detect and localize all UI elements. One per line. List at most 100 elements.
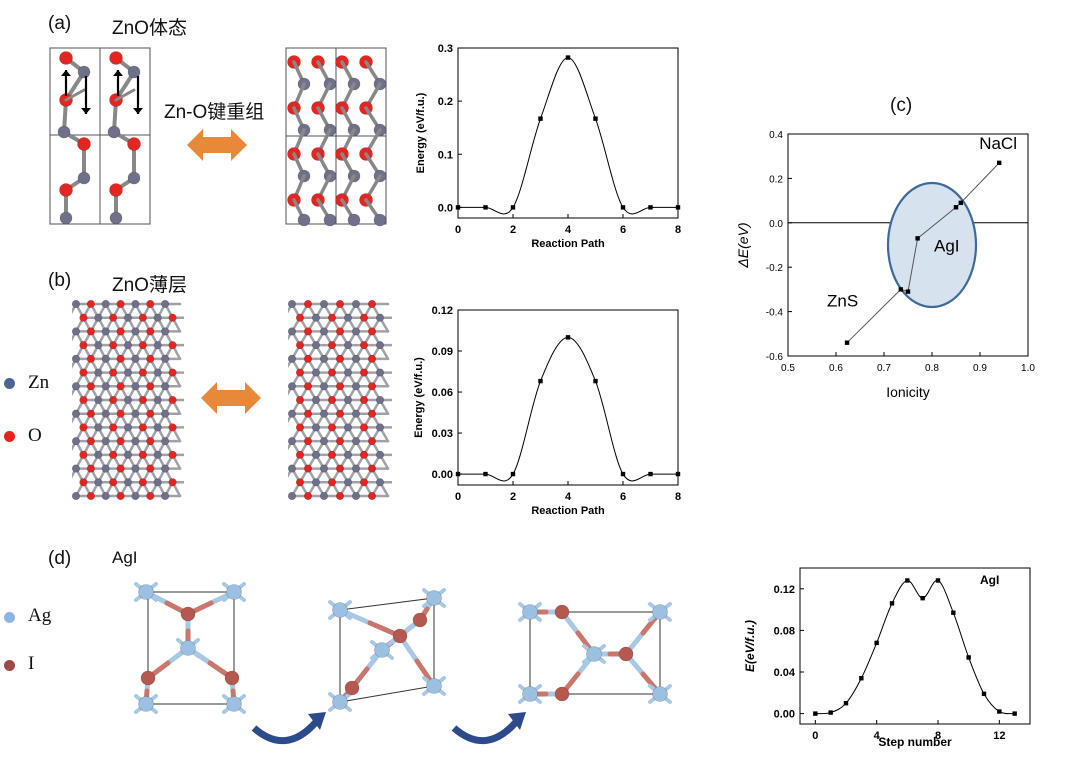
oxygen-atom bbox=[327, 423, 337, 432]
zinc-atom bbox=[101, 327, 110, 336]
iodine-atom bbox=[412, 612, 428, 628]
oxygen-atom bbox=[79, 395, 88, 405]
zinc-atom bbox=[72, 491, 81, 501]
oxygen-atom bbox=[335, 382, 345, 391]
data-point bbox=[905, 289, 911, 294]
iodine-atom bbox=[344, 680, 360, 696]
oxygen-atom bbox=[303, 409, 313, 418]
agi-structure-transition bbox=[328, 588, 446, 712]
zinc-atom bbox=[351, 491, 361, 501]
oxygen-atom bbox=[335, 299, 345, 309]
zinc-atom bbox=[131, 409, 140, 418]
silver-atom bbox=[180, 640, 196, 656]
zinc-atom bbox=[101, 491, 110, 501]
data-point bbox=[859, 676, 864, 681]
iodine-atom bbox=[554, 604, 570, 620]
zinc-atom bbox=[131, 327, 140, 336]
zinc-atom bbox=[319, 382, 329, 391]
iodine-atom bbox=[392, 628, 408, 644]
oxygen-atom bbox=[86, 382, 95, 391]
zinc-atom bbox=[101, 299, 110, 309]
zinc-atom bbox=[351, 382, 361, 391]
o-legend-label: O bbox=[28, 425, 42, 446]
oxygen-atom bbox=[359, 313, 369, 322]
oxygen-atom bbox=[138, 341, 147, 350]
data-point bbox=[915, 236, 920, 241]
displacement-arrow-head bbox=[61, 70, 71, 76]
y-axis-label: E(eV/f.u.) bbox=[743, 620, 757, 672]
data-point bbox=[483, 471, 488, 477]
oxygen-atom bbox=[79, 313, 88, 322]
oxygen-atom bbox=[138, 423, 147, 432]
x-tick-label: 0.6 bbox=[829, 363, 843, 374]
zno-bulk-structure-initial bbox=[49, 47, 151, 225]
zinc-atom bbox=[161, 382, 170, 391]
data-point bbox=[813, 711, 818, 716]
oxygen-atom bbox=[109, 313, 118, 322]
zinc-atom bbox=[153, 313, 162, 322]
oxygen-atom bbox=[335, 409, 345, 418]
silver-atom bbox=[522, 604, 538, 620]
iodine-atom bbox=[140, 670, 156, 686]
silver-atom bbox=[332, 602, 348, 618]
zinc-atom bbox=[375, 368, 385, 377]
silver-atom bbox=[138, 696, 154, 712]
zinc-atom bbox=[351, 409, 361, 418]
x-tick-label: 0.8 bbox=[925, 363, 939, 374]
zno-bulk-structure-final bbox=[285, 47, 387, 227]
oxygen-atom bbox=[116, 437, 125, 446]
zinc-atom bbox=[351, 327, 361, 336]
zinc-atom bbox=[343, 313, 353, 322]
zinc-atom bbox=[347, 213, 361, 227]
oxygen-atom bbox=[146, 382, 155, 391]
zinc-atom bbox=[94, 341, 103, 350]
x-tick-label: 0.9 bbox=[973, 363, 987, 374]
oxygen-atom bbox=[367, 491, 377, 501]
zinc-atom bbox=[319, 354, 329, 363]
oxygen-atom bbox=[59, 183, 73, 197]
y-tick-label: 0.03 bbox=[432, 428, 453, 440]
y-axis-label: ΔE(eV) bbox=[735, 222, 751, 268]
zinc-atom bbox=[375, 450, 385, 459]
zinc-atom bbox=[319, 327, 329, 336]
silver-atom bbox=[522, 686, 538, 702]
zinc-atom bbox=[131, 437, 140, 446]
y-tick-label: 0.1 bbox=[438, 149, 453, 161]
annotation-label: ZnS bbox=[827, 292, 858, 311]
oxygen-atom bbox=[367, 354, 377, 363]
zinc-atom bbox=[94, 450, 103, 459]
y-tick-label: 0.00 bbox=[774, 709, 795, 721]
x-axis-label: Ionicity bbox=[886, 384, 930, 400]
data-point bbox=[1012, 711, 1017, 716]
data-point bbox=[538, 378, 543, 384]
y-tick-label: 0.0 bbox=[438, 202, 453, 214]
data-point bbox=[538, 116, 543, 121]
oxygen-atom bbox=[116, 327, 125, 336]
bond-rearrangement-label: Zn-O键重组 bbox=[164, 102, 265, 123]
oxygen-atom bbox=[335, 464, 345, 473]
oxygen-atom bbox=[335, 437, 345, 446]
data-point bbox=[997, 160, 1002, 166]
agi-structure-initial bbox=[134, 582, 246, 714]
oxygen-atom bbox=[86, 464, 95, 473]
y-tick-label: 0.09 bbox=[432, 346, 453, 358]
zinc-atom bbox=[94, 423, 103, 432]
ag-legend-label: Ag bbox=[28, 605, 52, 626]
bond bbox=[64, 88, 86, 102]
silver-atom bbox=[226, 696, 242, 712]
zinc-atom bbox=[153, 423, 162, 432]
oxygen-atom bbox=[86, 327, 95, 336]
zinc-atom bbox=[57, 125, 71, 139]
zinc-atom bbox=[94, 313, 103, 322]
panel-a-title: ZnO体态 bbox=[112, 18, 187, 39]
zinc-atom bbox=[131, 464, 140, 473]
zinc-atom bbox=[101, 437, 110, 446]
y-tick-label: -0.4 bbox=[766, 308, 784, 319]
data-point bbox=[648, 205, 653, 210]
zinc-atom bbox=[153, 395, 162, 405]
bond bbox=[114, 88, 136, 102]
data-point bbox=[953, 205, 959, 210]
iodine-atom bbox=[180, 606, 196, 622]
